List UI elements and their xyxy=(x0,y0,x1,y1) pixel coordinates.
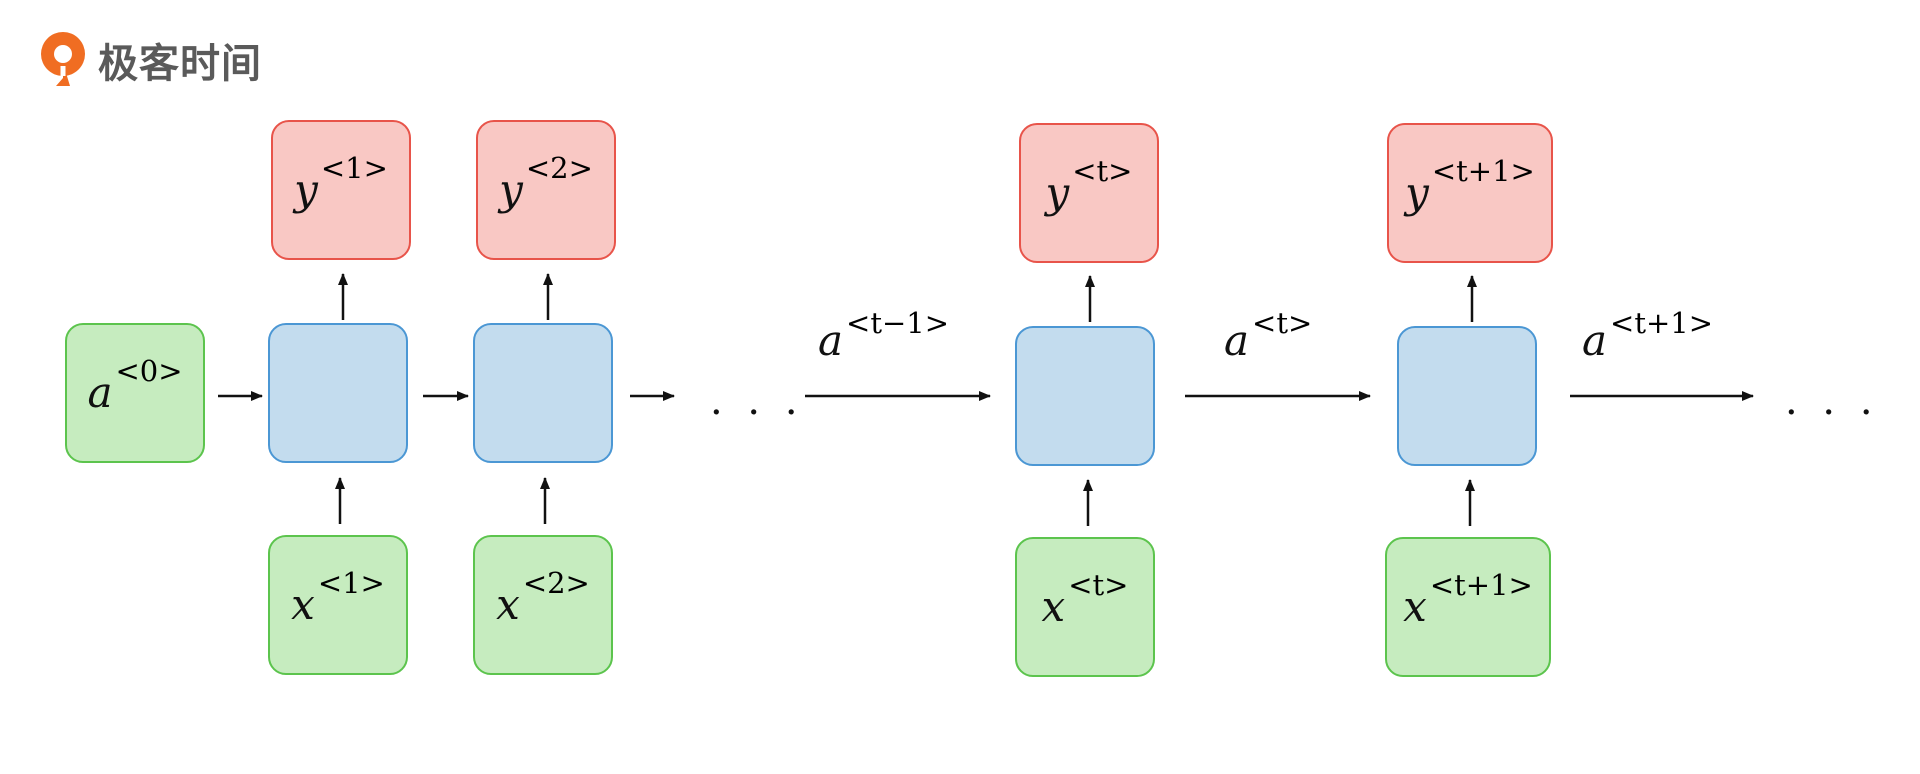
output-var: y xyxy=(499,165,523,214)
input-sup: <1> xyxy=(317,566,385,600)
input-sup: <2> xyxy=(522,566,590,600)
output-sup: <2> xyxy=(525,151,593,185)
state-label-t: a<t> xyxy=(1224,306,1312,362)
rnn-cell-t xyxy=(1015,326,1155,466)
input-var: x xyxy=(1041,582,1066,631)
output-box-t: y<t> xyxy=(1019,123,1159,263)
initial-state-sup: <0> xyxy=(115,354,183,388)
input-sup: <t+1> xyxy=(1429,568,1533,602)
state-var: a xyxy=(818,316,844,365)
state-var: a xyxy=(1224,316,1250,365)
state-label-t-minus-1: a<t−1> xyxy=(818,306,949,362)
state-sup: <t+1> xyxy=(1610,306,1714,340)
input-box-1: x<1> xyxy=(268,535,408,675)
state-var: a xyxy=(1582,316,1608,365)
output-sup: <t> xyxy=(1072,154,1133,188)
initial-state-box: a<0> xyxy=(65,323,205,463)
output-box-t1: y<t+1> xyxy=(1387,123,1553,263)
input-box-t: x<t> xyxy=(1015,537,1155,677)
input-var: x xyxy=(496,580,520,629)
rnn-cell-t1 xyxy=(1397,326,1537,466)
output-box-2: y<2> xyxy=(476,120,616,260)
ellipsis-middle: · · · xyxy=(710,390,804,436)
input-box-t1: x<t+1> xyxy=(1385,537,1551,677)
state-sup: <t> xyxy=(1252,306,1313,340)
state-label-t-plus-1: a<t+1> xyxy=(1582,306,1713,362)
output-var: y xyxy=(294,165,318,214)
input-var: x xyxy=(291,580,315,629)
input-sup: <t> xyxy=(1068,568,1129,602)
initial-state-var: a xyxy=(87,368,113,417)
state-sup: <t−1> xyxy=(846,306,950,340)
input-var: x xyxy=(1403,582,1427,631)
geektime-logo-icon xyxy=(41,32,85,86)
output-var: y xyxy=(1045,168,1070,217)
output-sup: <t+1> xyxy=(1431,154,1535,188)
output-sup: <1> xyxy=(320,151,388,185)
rnn-cell-1 xyxy=(268,323,408,463)
output-var: y xyxy=(1405,168,1429,217)
brand-logo: 极客时间 xyxy=(36,28,262,92)
rnn-cell-2 xyxy=(473,323,613,463)
input-box-2: x<2> xyxy=(473,535,613,675)
brand-name: 极客时间 xyxy=(98,41,262,87)
output-box-1: y<1> xyxy=(271,120,411,260)
ellipsis-end: · · · xyxy=(1785,390,1879,436)
